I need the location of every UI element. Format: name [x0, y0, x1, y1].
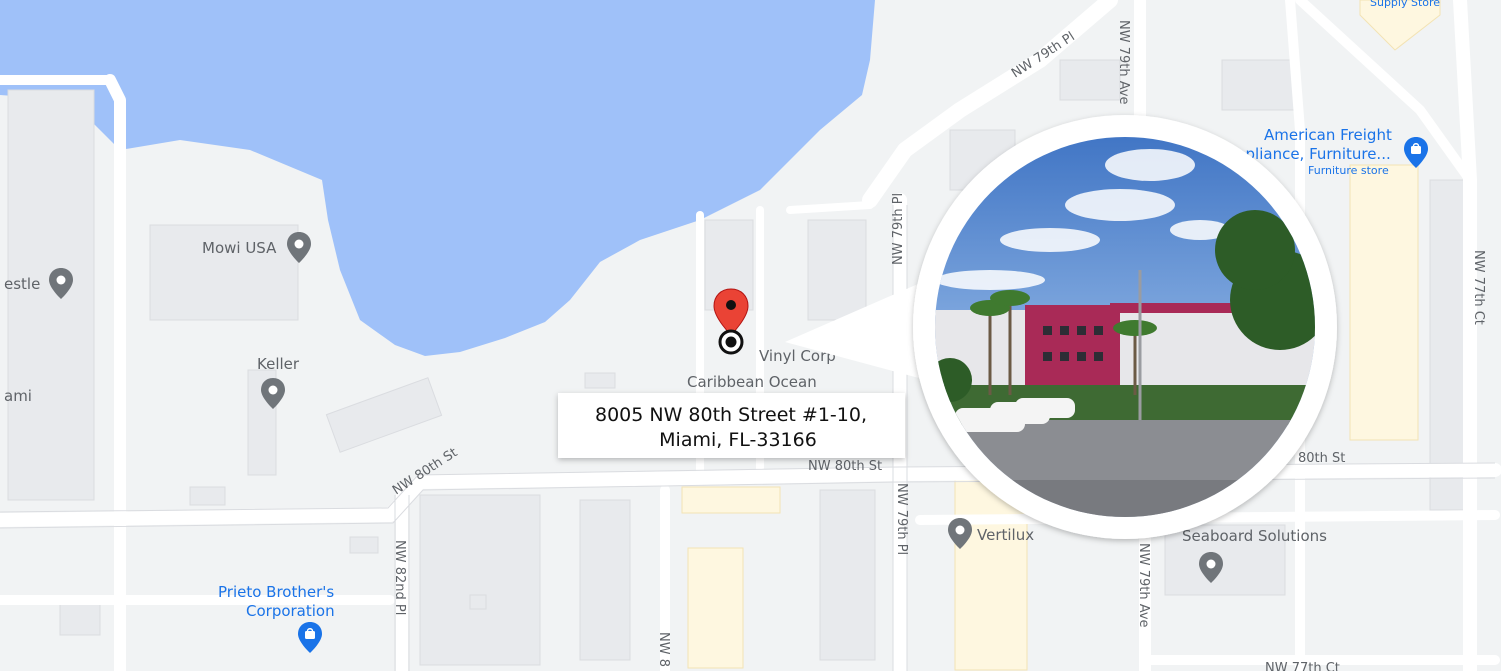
- place-marker-mowi[interactable]: Mowi USA: [202, 232, 311, 263]
- building-blocks: [7, 59, 1476, 666]
- place-marker-estle[interactable]: estle: [4, 268, 73, 299]
- business-marker-american-freight[interactable]: American Freight ppliance, Furniture... …: [1236, 126, 1428, 177]
- place-marker-keller[interactable]: Keller: [257, 355, 300, 409]
- place-marker-icon: [261, 378, 285, 409]
- road-label-nw79ave-low: NW 79th Ave: [1136, 543, 1151, 628]
- biz-label-american-freight-1: American Freight: [1264, 126, 1392, 144]
- place-marker-icon: [948, 518, 972, 549]
- highlight-areas: [681, 0, 1441, 671]
- road-label-80st-right: 80th St: [1298, 451, 1345, 466]
- place-label-ami: ami: [4, 387, 32, 405]
- address-line-2: Miami, FL-33166: [659, 429, 817, 451]
- biz-sub-american-freight: Furniture store: [1308, 164, 1389, 177]
- photo-callout-pointer: [785, 270, 950, 385]
- location-dot-icon: [718, 329, 744, 355]
- biz-label-american-freight-2: ppliance, Furniture...: [1236, 145, 1391, 163]
- road-label-nw80st-mid: NW 80th St: [808, 459, 882, 474]
- business-marker-prieto[interactable]: Prieto Brother's Corporation: [218, 583, 335, 653]
- place-marker-icon: [49, 268, 73, 299]
- place-label-mowi: Mowi USA: [202, 239, 277, 257]
- shopping-bag-icon: [1404, 137, 1428, 168]
- place-marker-seaboard[interactable]: Seaboard Solutions: [1182, 527, 1327, 583]
- road-label-nw79pl-mid: NW 79th Pl: [891, 193, 906, 265]
- place-label-seaboard: Seaboard Solutions: [1182, 527, 1327, 545]
- map-pin-icon[interactable]: [713, 288, 749, 336]
- road-label-nw79ave-top: NW 79th Ave: [1116, 20, 1131, 105]
- place-label-caribbean: Caribbean Ocean: [687, 373, 817, 391]
- road-label-nw79pl-low: NW 79th Pl: [894, 483, 909, 555]
- place-label-vinyl: Vinyl Corp: [759, 347, 836, 365]
- place-label-estle: estle: [4, 275, 40, 293]
- place-marker-vertilux[interactable]: Vertilux: [948, 518, 1034, 549]
- place-marker-icon: [287, 232, 311, 263]
- address-callout: 8005 NW 80th Street #1-10, Miami, FL-331…: [558, 393, 905, 458]
- road-label-nw77ct: NW 77th Ct: [1471, 250, 1486, 325]
- road-label-nw77th-bottom: NW 77th Ct: [1265, 661, 1340, 671]
- road-label-nw8-bottom: NW 8: [656, 632, 671, 667]
- shopping-bag-icon: [298, 622, 322, 653]
- location-photo[interactable]: [913, 115, 1337, 539]
- biz-label-prieto-1: Prieto Brother's: [218, 583, 334, 601]
- road-label-nw82pl: NW 82nd Pl: [392, 540, 407, 615]
- biz-label-top-right-fragment: Supply Store: [1370, 0, 1440, 9]
- address-line-1: 8005 NW 80th Street #1-10,: [595, 404, 867, 426]
- place-marker-icon: [1199, 552, 1223, 583]
- place-label-vertilux: Vertilux: [977, 526, 1034, 544]
- place-label-keller: Keller: [257, 355, 300, 373]
- water-body: [0, 0, 875, 356]
- biz-label-prieto-2: Corporation: [246, 602, 335, 620]
